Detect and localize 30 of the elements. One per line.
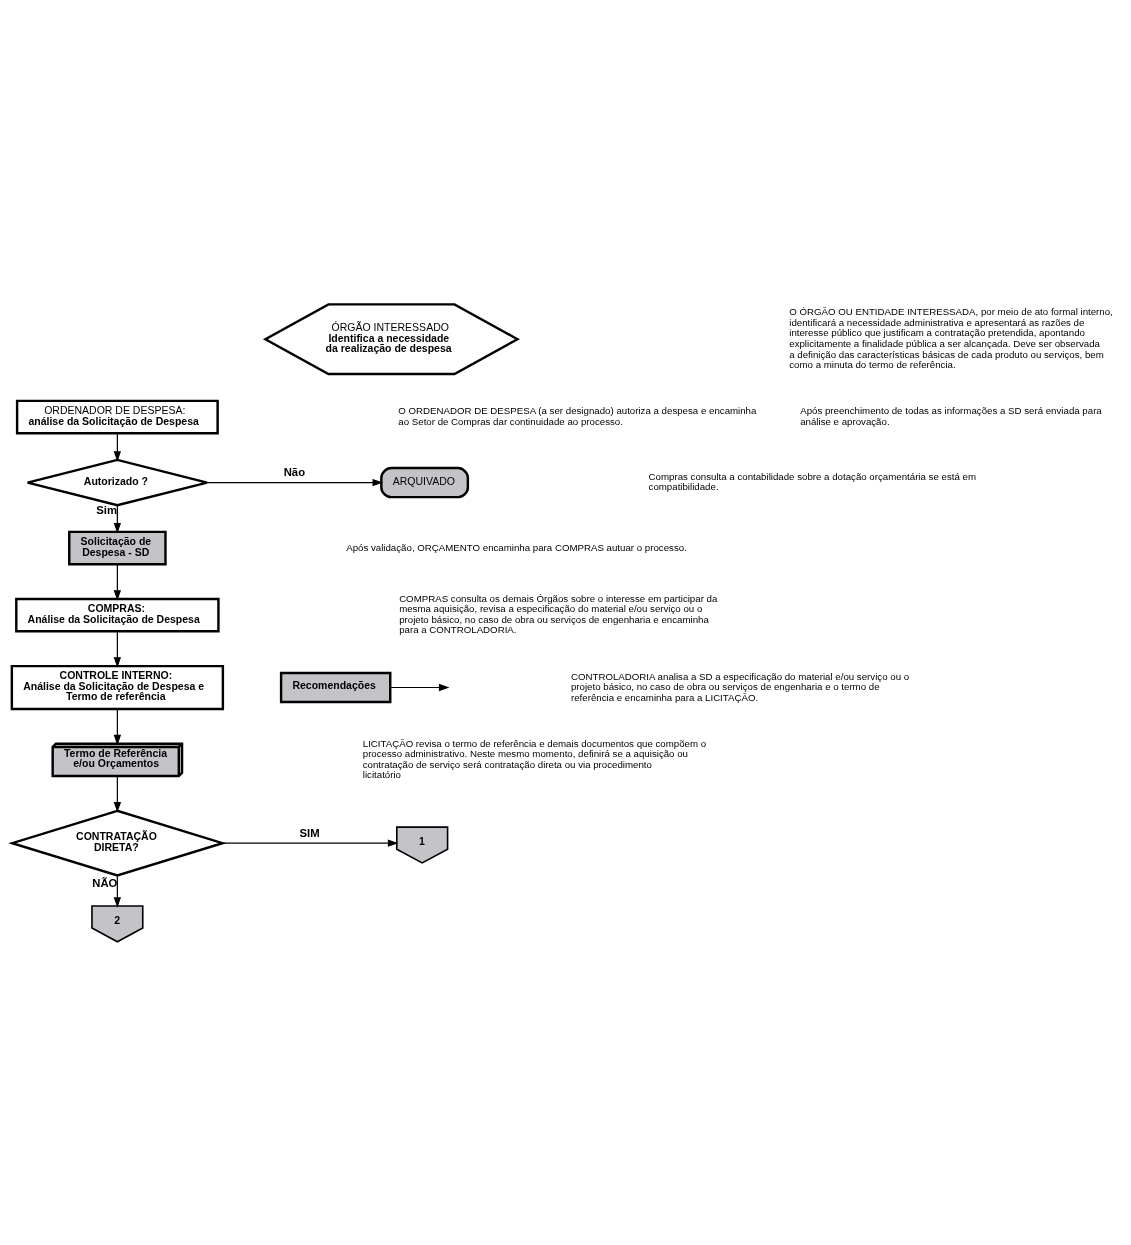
node-box: Recomendações	[279, 671, 392, 703]
label: Após preenchimento de todas as informações a SD será enviada para análise e aprovação.	[800, 404, 1102, 427]
label: CONTROLADORIA analisa a SD a especificação do material e/ou serviço ou o projeto básico, no caso de obra ou serviços de engenharia e o termo de referência e encaminha para a LICITAÇÃO.	[570, 670, 910, 703]
arrow	[113, 432, 122, 462]
node-box: ORDENADOR DE DESPESA: análise da Solicitação de Despesa	[15, 399, 219, 434]
label: Compras consulta a contabilidade sobre a dotação orçamentária se está em compatibilidade.	[648, 470, 976, 492]
label: LICITAÇÃO revisa o termo de referência e demais documentos que compõem o processo administrativo. Neste mesmo momento, definirá se a aquisição ou contratação de serviço será contratação direta ou via procedimento licitatório	[362, 737, 707, 780]
node-box: Solicitação de Despesa - SD	[68, 530, 167, 565]
node-box: COMPRAS: Análise da Solicitação de Despesa	[15, 597, 220, 633]
node-diamond: CONTRATAÇÃO DIRETA?	[8, 809, 227, 877]
label: O ORDENADOR DE DESPESA (a ser designado) autoriza a despesa e encaminha ao Setor de Compras dar continuidade ao processo.	[398, 404, 757, 427]
arrow	[389, 683, 450, 691]
node-diamond: Autorizado ?	[26, 458, 209, 506]
arrow	[113, 504, 122, 533]
node-box: CONTROLE INTERNO: Análise da Solicitação de Despesa e Termo de referência	[10, 664, 225, 710]
edge-label: Não	[283, 465, 306, 478]
node-box: ARQUIVADO	[380, 466, 470, 498]
arrow	[113, 708, 122, 745]
edge-label: Sim	[96, 503, 118, 516]
arrow	[113, 874, 122, 908]
label: COMPRAS consulta os demais Órgãos sobre o interesse em participar da mesma aquisição, revisa a especificação do material e/ou serviço ou o projeto básico, no caso de obra ou serviços de engenharia e encaminha para a CONTROLADORIA.	[399, 592, 718, 635]
label: Após validação, ORÇAMENTO encaminha para COMPRAS autuar o processo.	[346, 541, 687, 553]
arrow	[113, 563, 122, 601]
arrow	[113, 630, 122, 668]
arrow	[113, 775, 122, 813]
label: O ÓRGÃO OU ENTIDADE INTERESSADA, por meio de ato formal interno, identificará a necessidade administrativa e apresentará as razões de interesse público que justificam a contratação pretendida, apontando explicitamente a finalidade pública a ser alcançada. Deve ser observada a definição das características básicas de cada produto ou serviços, bem como a minuta do termo de referência.	[789, 305, 1113, 370]
arrow	[206, 478, 384, 486]
edge-label: SIM	[299, 826, 320, 839]
arrow	[221, 838, 399, 847]
edge-label: NÃO	[92, 876, 118, 889]
